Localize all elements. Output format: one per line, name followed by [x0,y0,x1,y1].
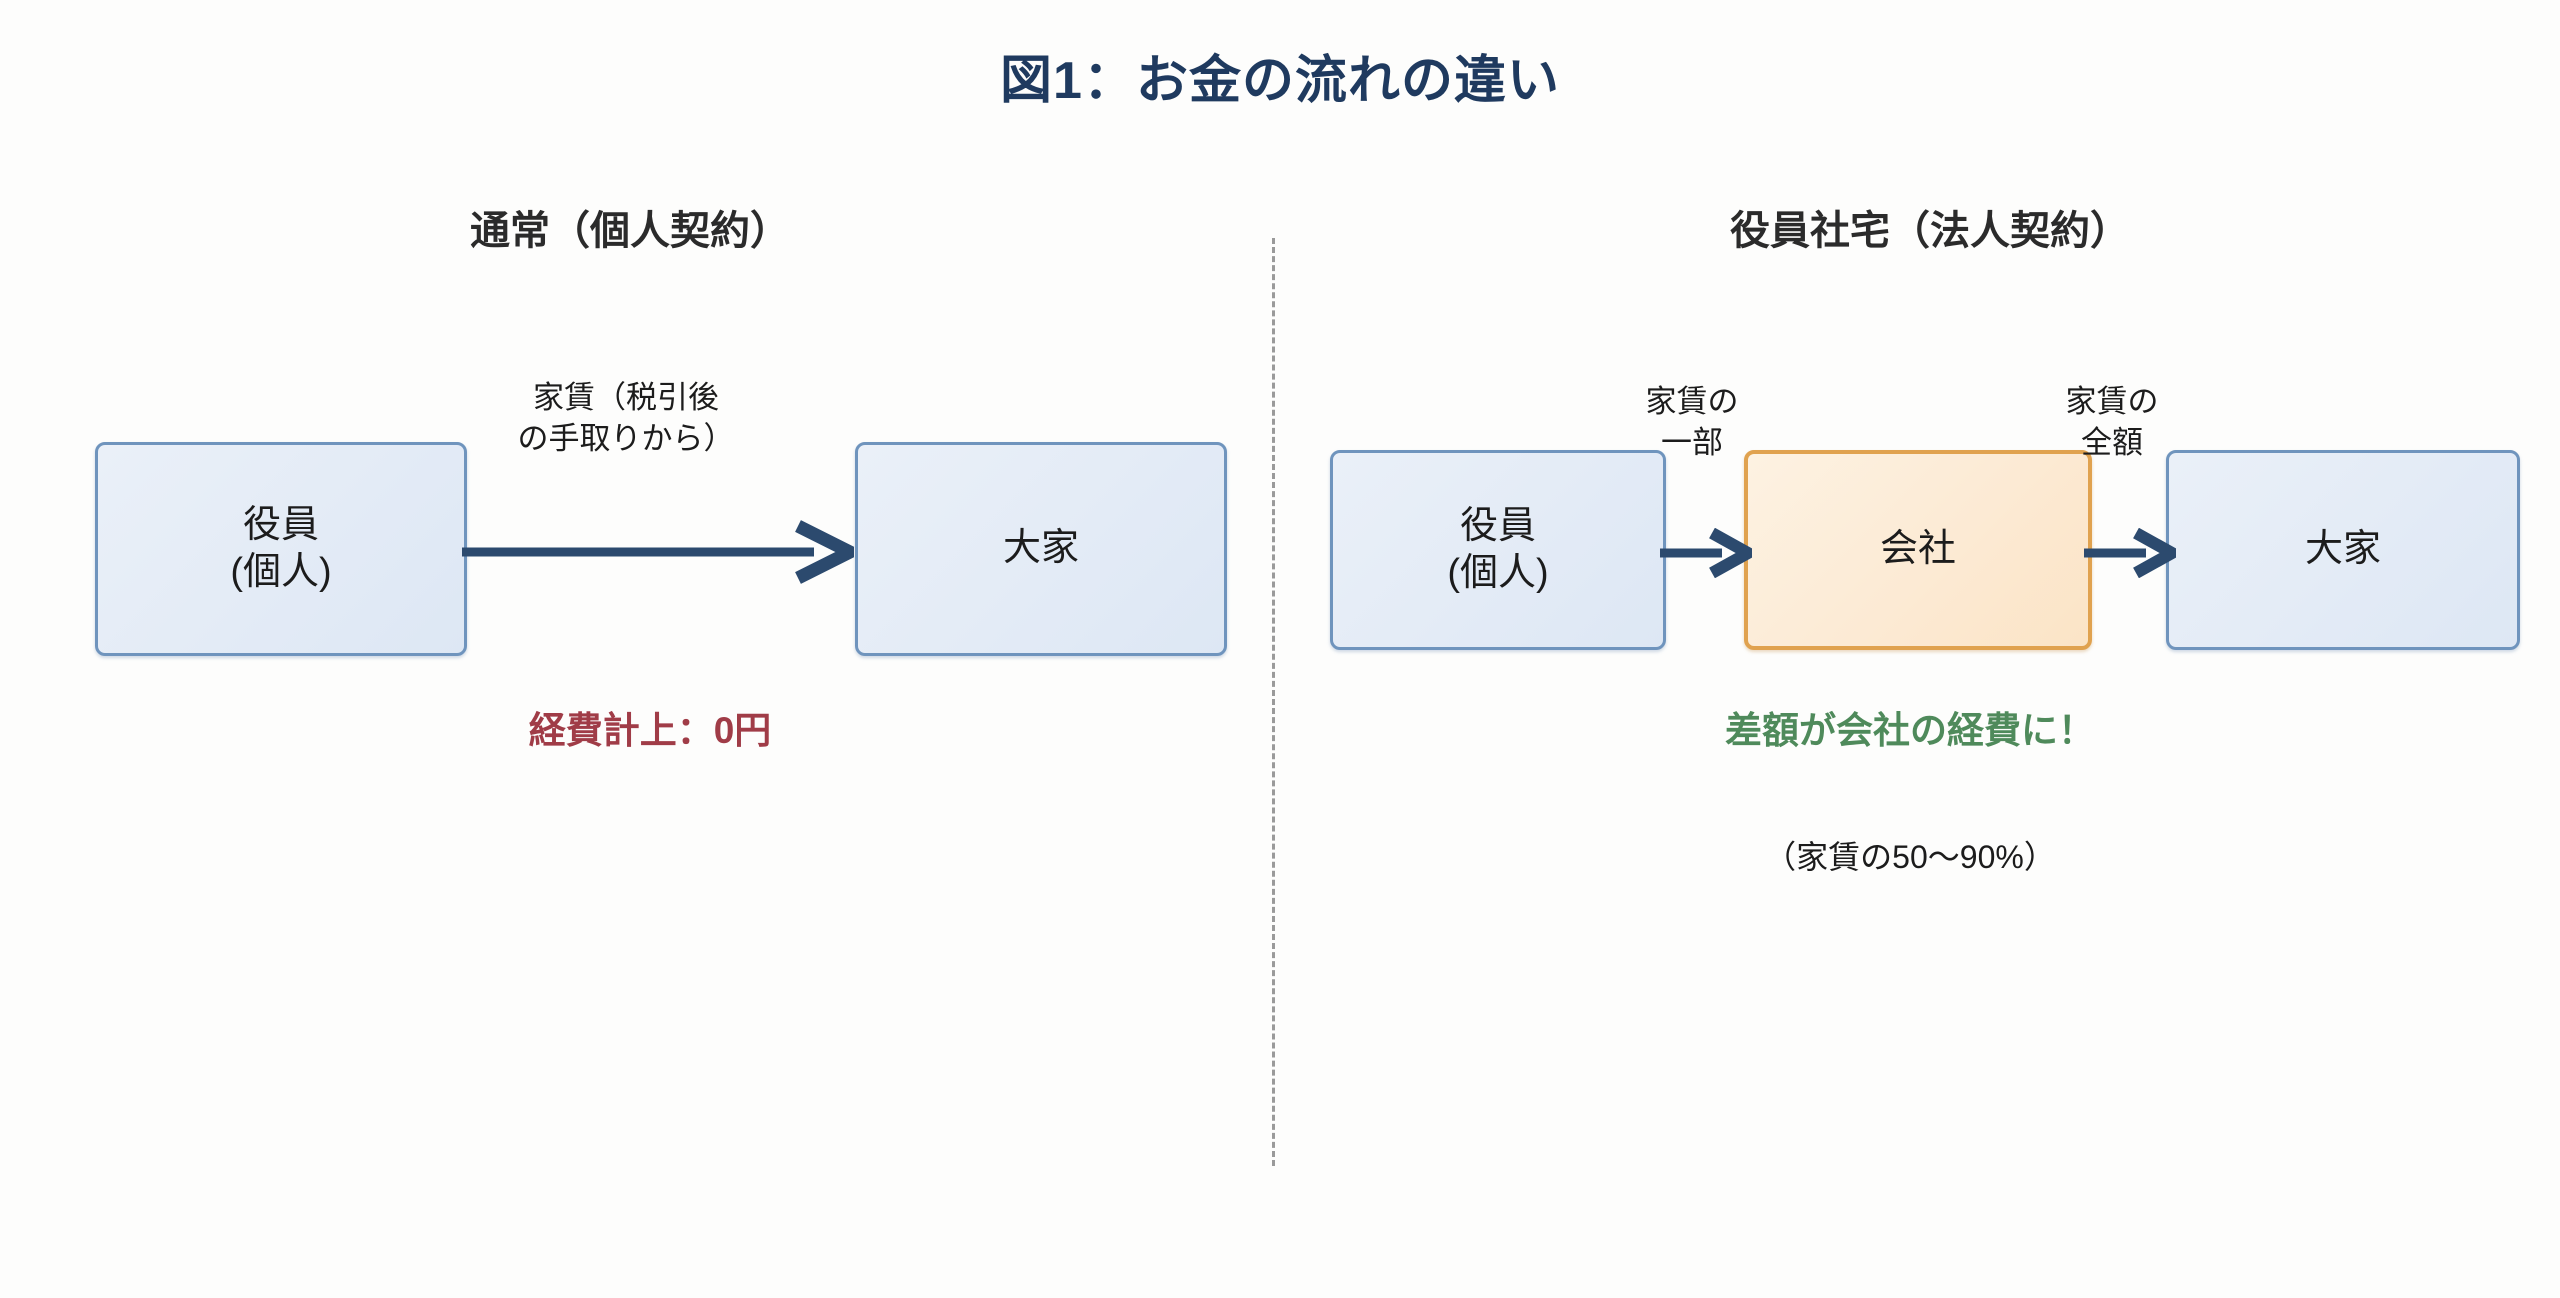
node-label-line2: (個人) [230,551,332,593]
arrow-left-rent [462,520,865,589]
note-right-expense-detail: （家賃の50〜90%） [1764,839,2056,875]
arrow-right-partial-rent [1660,527,1761,583]
node-label-line1: 会社 [1879,528,1956,571]
node-label-line1: 役員 [242,503,319,546]
panel-header-right: 役員社宅（法人契約） [1730,209,2130,253]
node-label-line1: 役員 [1459,504,1536,547]
arrow-label-line2: 全額 [2081,424,2143,460]
node-right-company: 会社 [1744,450,2092,650]
arrow-right-icon [1660,527,1761,579]
node-right-landlord: 大家 [2166,450,2520,650]
arrow-right-icon [2084,527,2185,579]
panel-divider [1272,238,1275,1166]
node-label-line1: 大家 [2304,528,2381,571]
arrow-label-right-partial-rent: 家賃の 一部 [1602,382,1782,464]
arrow-label-line2: の手取りから） [517,420,735,456]
node-label-line1: 大家 [1002,527,1079,570]
node-left-landlord: 大家 [855,442,1227,656]
arrow-label-line1: 家賃の [1645,384,1739,419]
arrow-label-left-rent: 家賃（税引後 の手取りから） [470,378,782,460]
node-label-line2: (個人) [1447,552,1549,594]
arrow-right-icon [462,520,865,584]
note-right-expense: 差額が会社の経費に！ [1725,710,2095,751]
arrow-label-right-full-rent: 家賃の 全額 [2022,382,2202,464]
note-left-expense: 経費計上：0円 [528,710,772,751]
node-left-executive: 役員 (個人) [95,442,467,656]
arrow-label-line2: 一部 [1661,424,1723,460]
node-right-executive: 役員 (個人) [1330,450,1666,650]
arrow-label-line1: 家賃の [2065,384,2159,419]
panel-header-left: 通常（個人契約） [470,209,790,253]
arrow-right-full-rent [2084,527,2185,583]
figure-title: 図1：お金の流れの違い [1000,52,1560,110]
arrow-label-line1: 家賃（税引後 [533,380,719,415]
